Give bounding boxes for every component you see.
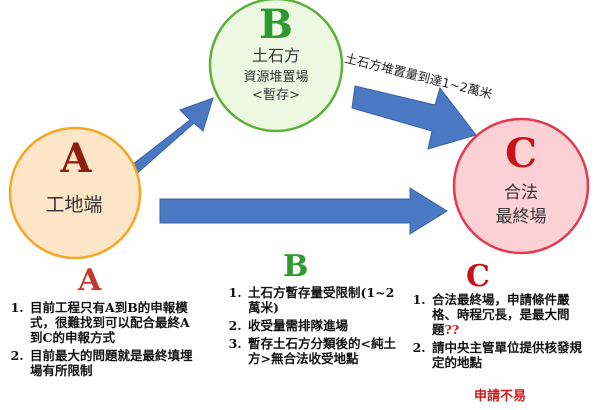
arrow-b-to-c bbox=[351, 85, 477, 150]
node-a-label: 工地端 bbox=[45, 194, 102, 216]
node-c-line1: 合法 bbox=[504, 183, 538, 203]
panel-b-letter: B bbox=[283, 249, 309, 284]
arrow-a-to-c bbox=[159, 187, 448, 235]
panel-a-item-2: 目前最大的問題就是最終填埋場有所限制 bbox=[28, 348, 193, 378]
panel-b: 土石方暫存量受限制(1~2萬米) 收受量需排隊進場 暫存土石方分類後的<純土方>… bbox=[226, 285, 396, 369]
panel-b-item-2: 收受量需排隊進場 bbox=[246, 318, 396, 333]
panel-c-item-2: 請中央主管單位提供核發規定的地點 bbox=[430, 340, 588, 370]
panel-c: 合法最終場，申請條件嚴格、時程冗長，是最大問題?? 請中央主管單位提供核發規定的… bbox=[410, 292, 588, 373]
panel-c-item-1: 合法最終場，申請條件嚴格、時程冗長，是最大問題?? bbox=[430, 292, 588, 337]
node-b-line1: 土石方 bbox=[252, 46, 300, 65]
node-b-line3: <暫存> bbox=[252, 88, 300, 103]
node-b: B 土石方 資源堆置場 <暫存> bbox=[208, 0, 344, 133]
panel-a-list: 目前工程只有A到B的申報模式，很難找到可以配合最終A到C的申報方式 目前最大的問… bbox=[8, 300, 193, 378]
panel-b-item-3: 暫存土石方分類後的<純土方>無合法收受地點 bbox=[246, 336, 396, 366]
node-b-line2: 資源堆置場 bbox=[243, 70, 308, 85]
node-b-letter: B bbox=[259, 1, 293, 48]
panel-c-note: 申請不易 bbox=[474, 389, 527, 404]
node-a: A 工地端 bbox=[8, 126, 142, 260]
panel-a-item-1: 目前工程只有A到B的申報模式，很難找到可以配合最終A到C的申報方式 bbox=[28, 300, 193, 345]
panel-c-item-1-suffix: ?? bbox=[444, 322, 460, 337]
panel-b-item-1: 土石方暫存量受限制(1~2萬米) bbox=[246, 285, 396, 315]
node-a-letter: A bbox=[59, 135, 92, 182]
panel-a-letter: A bbox=[78, 263, 102, 298]
panel-a: 目前工程只有A到B的申報模式，很難找到可以配合最終A到C的申報方式 目前最大的問… bbox=[8, 300, 193, 381]
panel-c-letter: C bbox=[466, 259, 490, 294]
panel-c-list: 合法最終場，申請條件嚴格、時程冗長，是最大問題?? 請中央主管單位提供核發規定的… bbox=[410, 292, 588, 370]
node-c: C 合法 最終場 bbox=[452, 117, 590, 255]
panel-c-item-1-text: 合法最終場，申請條件嚴格、時程冗長，是最大問題 bbox=[432, 292, 570, 337]
node-c-letter: C bbox=[505, 130, 537, 177]
arrow-a-to-b bbox=[127, 97, 214, 177]
node-c-line2: 最終場 bbox=[496, 207, 547, 227]
panel-b-list: 土石方暫存量受限制(1~2萬米) 收受量需排隊進場 暫存土石方分類後的<純土方>… bbox=[226, 285, 396, 366]
